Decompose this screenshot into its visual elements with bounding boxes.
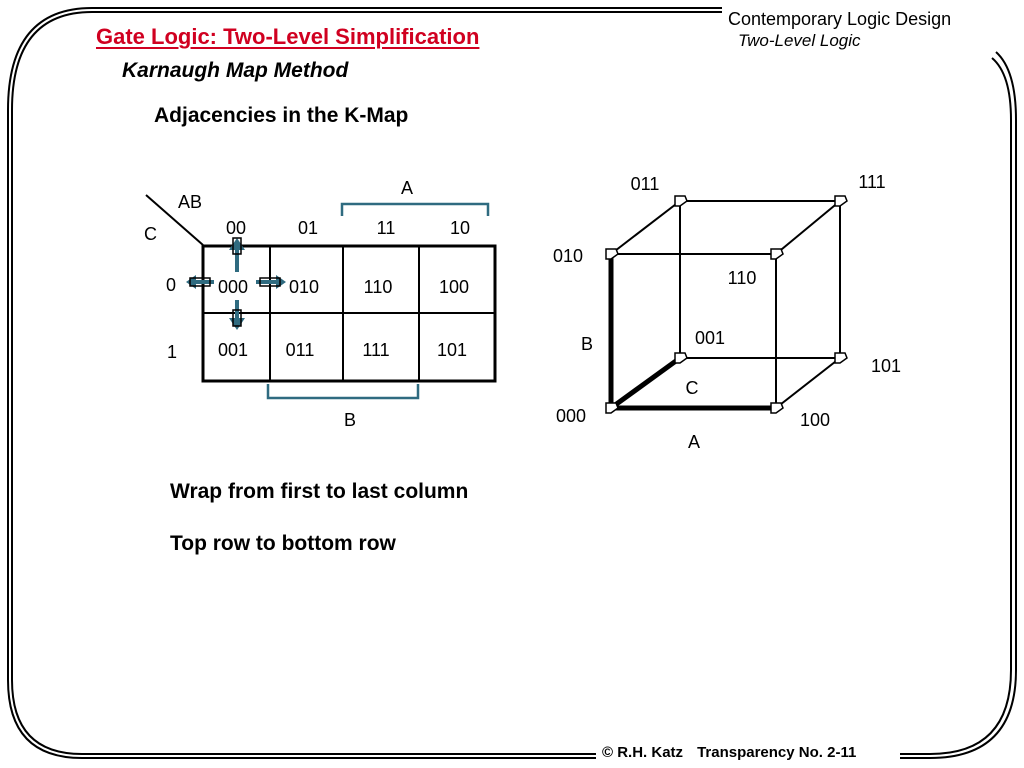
footer-copyright: © R.H. Katz: [602, 744, 684, 761]
cube-edge-c-highlight: [609, 355, 682, 411]
frame-right-inner: [929, 57, 1012, 755]
arrow-up-bar-icon: [232, 237, 242, 255]
bracket-b-label: B: [344, 410, 356, 430]
kmap-corner-left-label: C: [144, 224, 157, 244]
frame-left-inner: [11, 11, 93, 755]
kmap-column-header: 10: [450, 218, 470, 238]
kmap-cell: 001: [218, 340, 248, 360]
kmap-corner-diagonal: [145, 194, 204, 246]
cube-vertex-label: 101: [871, 356, 901, 376]
arrow-down-bar-icon: [232, 309, 242, 327]
vertex-marker-icon: [605, 248, 619, 260]
cube-vertex-label: 011: [631, 174, 660, 194]
cube-axis-c-label: C: [686, 378, 699, 398]
kmap-cell: 101: [437, 340, 467, 360]
bracket-a: [340, 202, 490, 216]
kmap-cell: 111: [362, 340, 389, 360]
vertex-marker-icon: [605, 402, 619, 414]
kmap-cell: 100: [439, 277, 469, 297]
kmap-cell: 011: [286, 340, 315, 360]
cube-vertex-label: 110: [728, 268, 757, 288]
kmap-row-header: 0: [166, 275, 176, 295]
cube-vertex-label: 111: [858, 172, 885, 192]
adjacency-arrows: [186, 237, 286, 330]
cube-vertex-label: 010: [553, 246, 583, 266]
kmap-row-header: 1: [167, 342, 177, 362]
cube-edge: [775, 200, 841, 255]
footer-transparency: Transparency No. 2-11: [697, 744, 857, 761]
kmap-cell: 110: [364, 277, 393, 297]
bracket-a-label: A: [401, 178, 413, 198]
frame-right-outer: [929, 51, 1017, 759]
vertex-marker-icon: [770, 248, 784, 260]
cube-vertex-markers: [605, 195, 848, 414]
cube-edge: [775, 357, 841, 409]
slide-title: Gate Logic: Two-Level Simplification: [96, 24, 480, 49]
course-section: Two-Level Logic: [738, 31, 861, 50]
bracket-b: [266, 384, 420, 400]
frame-left-outer: [7, 7, 93, 759]
arrow-right-bar-icon: [259, 277, 281, 287]
note-wrap-rows: Top row to bottom row: [170, 532, 396, 555]
cube-axis-b-label: B: [581, 334, 593, 354]
kmap-column-header: 11: [377, 218, 396, 238]
kmap-column-header: 01: [298, 218, 318, 238]
section-heading: Adjacencies in the K-Map: [154, 104, 409, 127]
cube-vertex-label: 001: [695, 328, 725, 348]
course-name: Contemporary Logic Design: [728, 9, 952, 29]
kmap-corner-top-label: AB: [178, 192, 202, 212]
vertex-marker-icon: [674, 195, 688, 207]
note-wrap-columns: Wrap from first to last column: [170, 480, 469, 503]
cube-vertex-label: 000: [556, 406, 586, 426]
arrow-left-bar-icon: [189, 277, 211, 287]
cube-axis-a-label: A: [688, 432, 700, 452]
kmap-column-header: 00: [226, 218, 246, 238]
vertex-marker-icon: [674, 352, 688, 364]
cube-vertex-label: 100: [800, 410, 830, 430]
cube-edge: [610, 200, 681, 255]
vertex-marker-icon: [834, 352, 848, 364]
slide-subtitle: Karnaugh Map Method: [122, 59, 349, 82]
kmap-cell: 010: [289, 277, 319, 297]
footer: © R.H. Katz Transparency No. 2-11: [602, 745, 870, 760]
kmap-cell: 000: [218, 277, 248, 297]
vertex-marker-icon: [834, 195, 848, 207]
vertex-marker-icon: [770, 402, 784, 414]
